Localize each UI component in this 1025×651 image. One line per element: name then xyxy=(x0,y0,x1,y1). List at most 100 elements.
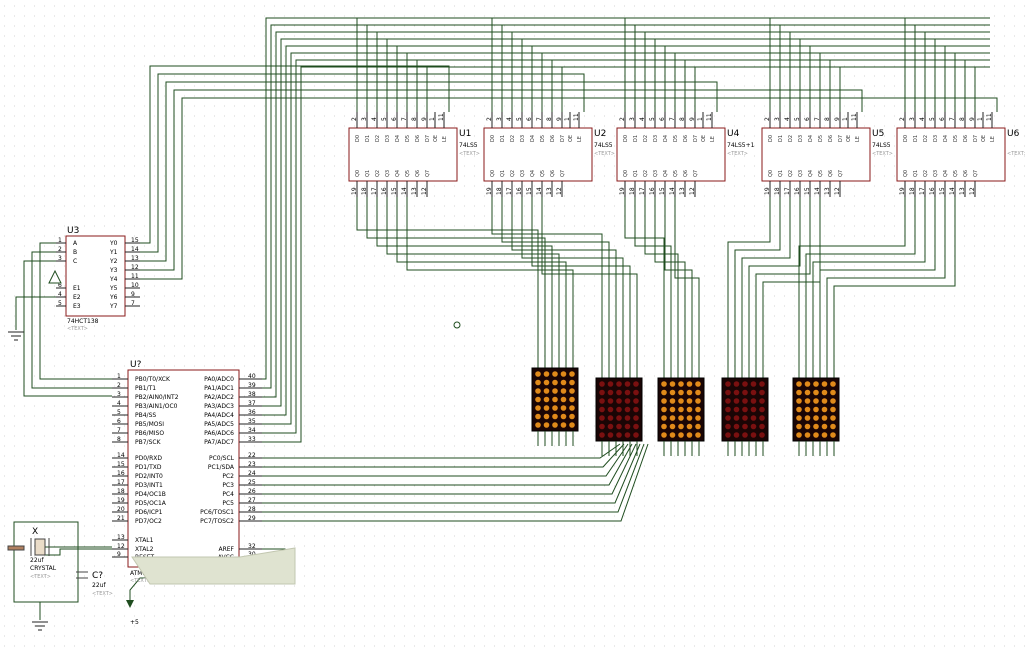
latch-bottom-pin-number: 14 xyxy=(401,187,408,195)
decoder-pin-label: Y7 xyxy=(109,303,118,310)
latch-top-pin-number: 2 xyxy=(619,117,626,121)
latch-top-pin-number: 3 xyxy=(909,117,916,121)
led-dot xyxy=(607,398,614,404)
latch-output-label: Q0 xyxy=(768,170,774,177)
latch-top-pin-number: 2 xyxy=(899,117,906,121)
mcu-pin-label: PC6/TOSC1 xyxy=(200,509,234,516)
latch-part: 74LS5 xyxy=(594,142,613,149)
led-dot xyxy=(813,389,819,396)
mcu-pin-label: PB0/T0/XCK xyxy=(135,376,171,383)
led-dot xyxy=(796,415,802,421)
reset-shade-region xyxy=(131,547,296,585)
latch-output-label: Q6 xyxy=(963,170,969,177)
latch-top-pin-number: 4 xyxy=(371,117,378,121)
decoder-text-placeholder: <TEXT> xyxy=(67,326,88,332)
latch-input-label: D4 xyxy=(395,135,401,142)
latch-top-pin-number: 8 xyxy=(824,117,831,121)
latch-input-label: LE xyxy=(577,136,583,142)
led-dot xyxy=(804,398,811,404)
led-dot xyxy=(535,413,541,420)
mcu-body xyxy=(127,369,240,568)
mcu-pin-number: 6 xyxy=(117,418,121,425)
latch-to-matrix-wire xyxy=(819,197,936,378)
power-label: +5 xyxy=(130,619,139,626)
led-dot xyxy=(742,423,748,430)
latch-to-matrix-wire xyxy=(762,197,821,378)
led-dot xyxy=(624,432,631,438)
mcu-pin-label: PC3 xyxy=(222,482,234,489)
latch-input-label: D7 xyxy=(838,135,844,142)
data-bus-wire xyxy=(262,31,990,398)
led-dot xyxy=(678,381,684,387)
led-dot xyxy=(830,398,836,404)
led-dot xyxy=(633,406,639,413)
decoder-pin-number: 7 xyxy=(131,300,135,307)
portc-to-matrix-wire xyxy=(262,443,621,459)
led-dot xyxy=(616,406,622,413)
decoder-to-latch-wire xyxy=(140,97,998,280)
led-dot xyxy=(552,379,558,386)
mcu-pin-number: 16 xyxy=(117,470,125,477)
decoder-pin-label: Y0 xyxy=(109,240,118,247)
mcu-pin-number: 27 xyxy=(248,497,256,504)
led-dot xyxy=(742,381,748,387)
latch-top-pin-number: 7 xyxy=(814,117,821,121)
decoder-pin-number: 15 xyxy=(131,237,139,244)
led-dot xyxy=(560,379,567,386)
mcu-pin-label: PA0/ADC0 xyxy=(204,376,234,383)
led-dot xyxy=(733,389,740,396)
latch-top-pin-number: 11 xyxy=(851,113,858,121)
led-dot xyxy=(624,415,631,421)
latch-top-pin-number: 6 xyxy=(659,117,666,121)
latch-body xyxy=(896,127,1006,182)
latch-input-label: D4 xyxy=(943,135,949,142)
latch-top-pin-number: 5 xyxy=(649,117,656,121)
mcu-pin-label: PC1/SDA xyxy=(208,464,235,471)
mcu-pin-number: 14 xyxy=(117,452,125,459)
mcu-pin-number: 4 xyxy=(117,400,121,407)
latch-top-pin-number: 1 xyxy=(977,117,984,121)
latch-output-label: Q4 xyxy=(943,170,949,177)
crystal-label: CRYSTAL xyxy=(30,565,57,572)
led-matrix-5 xyxy=(792,377,840,456)
latch-bottom-pin-number: 12 xyxy=(969,187,976,195)
decoder-b-wire xyxy=(31,251,112,389)
mcu-pin-label: PD6/ICP1 xyxy=(135,509,163,516)
latch-input-label: D5 xyxy=(540,135,546,142)
latch-bottom-pin-number: 17 xyxy=(506,187,513,195)
mcu-pin-label: PA5/ADC5 xyxy=(204,421,234,428)
led-dot xyxy=(552,413,558,420)
led-dot xyxy=(733,398,740,404)
led-dot xyxy=(821,432,828,438)
latch-top-pin-number: 9 xyxy=(834,117,841,121)
mcu-pin-number: 7 xyxy=(117,427,121,434)
latch-bottom-pin-number: 15 xyxy=(939,187,946,195)
latch-top-pin-number: 5 xyxy=(794,117,801,121)
latch-bottom-pin-number: 17 xyxy=(639,187,646,195)
latch-to-matrix-wire xyxy=(826,197,946,378)
led-dot xyxy=(616,398,622,404)
latch-input-label: D5 xyxy=(673,135,679,142)
latch-top-pin-number: 3 xyxy=(361,117,368,121)
latch-input-label: D6 xyxy=(683,135,689,142)
latch-bottom-pin-number: 13 xyxy=(546,187,553,195)
latch-output-label: Q6 xyxy=(683,170,689,177)
latch-input-label: D1 xyxy=(778,135,784,142)
led-dot xyxy=(669,423,676,430)
mcu-pin-number: 21 xyxy=(117,515,125,522)
led-dot xyxy=(607,423,614,430)
latch-output-label: Q0 xyxy=(623,170,629,177)
mcu-pin-number: 17 xyxy=(117,479,125,486)
led-dot xyxy=(560,422,567,428)
latch-bottom-pin-number: 17 xyxy=(919,187,926,195)
latch-bottom-pin-number: 16 xyxy=(649,187,656,195)
latch-input-label: D7 xyxy=(973,135,979,142)
probe-marker-icon xyxy=(453,321,461,329)
led-dot xyxy=(733,432,740,438)
latch-to-matrix-wire xyxy=(741,197,791,378)
latch-bottom-pin-number: 16 xyxy=(381,187,388,195)
latch-input-label: D1 xyxy=(633,135,639,142)
mcu-pin-number: 19 xyxy=(117,497,125,504)
led-dot xyxy=(633,423,639,430)
